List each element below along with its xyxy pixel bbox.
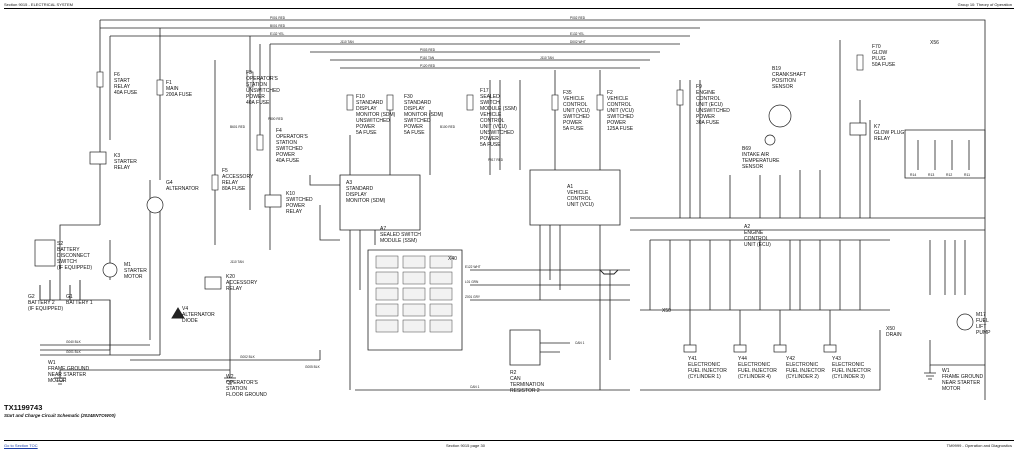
wire-p110: P110 TAN (420, 56, 435, 60)
footer-manual-title: TM9999 - Operation and Diagnostics (946, 443, 1012, 448)
wire-g005: G005 BLK (305, 365, 321, 369)
wire-b601: B601 RED (230, 125, 246, 129)
wire-e132-right: E132 YEL (570, 32, 585, 36)
wire-b001: B001 RED (270, 24, 286, 28)
page-footer: Go to Section TOC Section 9015 page 30 T… (0, 440, 1020, 452)
figure-caption: Start and Charge Circuit Schematic (2024… (4, 413, 116, 418)
header-rule (4, 8, 1014, 9)
connector-x56: X56 (930, 40, 939, 46)
glow-plug-r12: R12 (946, 173, 952, 177)
wire-p800: P800 RED (268, 117, 284, 121)
wire-p001: P001 RED (270, 16, 286, 20)
connector-x40: X40 (448, 256, 457, 262)
connector-x50: X50 (662, 308, 671, 314)
wire-e122: E122 WHT (465, 265, 481, 269)
wire-labels: P001 RED B001 RED E132 YEL P002 RED D002… (66, 16, 586, 389)
wire-j110-a: J110 TAN (340, 40, 354, 44)
wire-g002: G002 BLK (240, 355, 256, 359)
glow-plug-r14: R14 (910, 173, 916, 177)
wire-g001: G001 BLK (66, 350, 82, 354)
wire-j110-b: J110 TAN (540, 56, 554, 60)
wire-p120: P120 RED (420, 64, 436, 68)
wire-p002: P002 RED (570, 16, 586, 20)
wire-can-r2: CAN 1 (575, 341, 585, 345)
glow-plug-r11: R11 (964, 173, 970, 177)
wire-d02: D002 WHT (570, 40, 586, 44)
footer-rule (4, 440, 1014, 441)
wire-z001: Z001 GRY (465, 295, 481, 299)
wire-l01: L01 GRN (465, 280, 479, 284)
glow-plug-r13: R13 (928, 173, 934, 177)
wire-can-bus: CAN 1 (470, 385, 480, 389)
page-header: Section 9015 - ELECTRICAL SYSTEM Group 1… (0, 0, 1020, 12)
wire-e132: E132 YEL (270, 32, 285, 36)
wire-p917: P917 RED (488, 158, 504, 162)
header-section: Section 9015 - ELECTRICAL SYSTEM (4, 2, 73, 7)
section-toc-link[interactable]: Go to Section TOC (4, 443, 38, 448)
wire-g040: G040 BLK (66, 340, 82, 344)
footer-page-number: Section 9015 page 30 (446, 443, 485, 448)
figure-code: TX1199743 (4, 403, 43, 412)
header-group: Group 10: Theory of Operation (957, 2, 1012, 7)
wire-p003: P003 RED (420, 48, 436, 52)
wire-j110-c: J110 TAN (230, 260, 244, 264)
wire-b100: B100 RED (440, 125, 456, 129)
